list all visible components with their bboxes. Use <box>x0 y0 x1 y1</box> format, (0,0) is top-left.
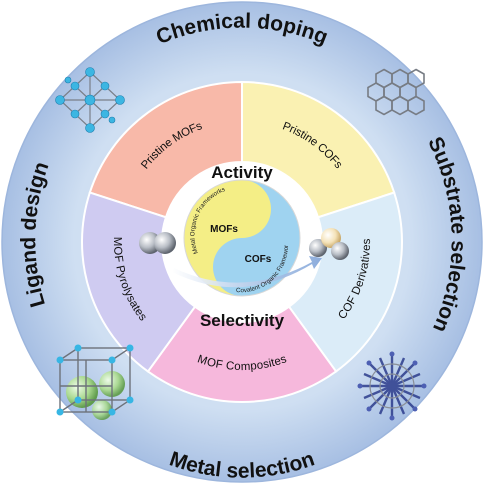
core-activity-label: Activity <box>211 163 273 182</box>
core-cofs-label: COFs <box>245 254 272 265</box>
porous-mof-crystal-icon <box>55 67 125 133</box>
molecule-icon <box>309 228 349 260</box>
molecule-icon <box>139 232 176 254</box>
mof-lobe <box>184 180 271 296</box>
core-mofs-label: MOFs <box>210 224 238 235</box>
core-outline <box>183 179 301 297</box>
yin-yang <box>183 179 301 297</box>
graphene-sheet-icon <box>367 68 425 116</box>
cof-star-framework-icon <box>357 351 427 421</box>
flow-arrow <box>172 256 322 288</box>
core-selectivity-label: Selectivity <box>200 311 285 330</box>
cubic-mof-cage-icon <box>56 344 134 420</box>
